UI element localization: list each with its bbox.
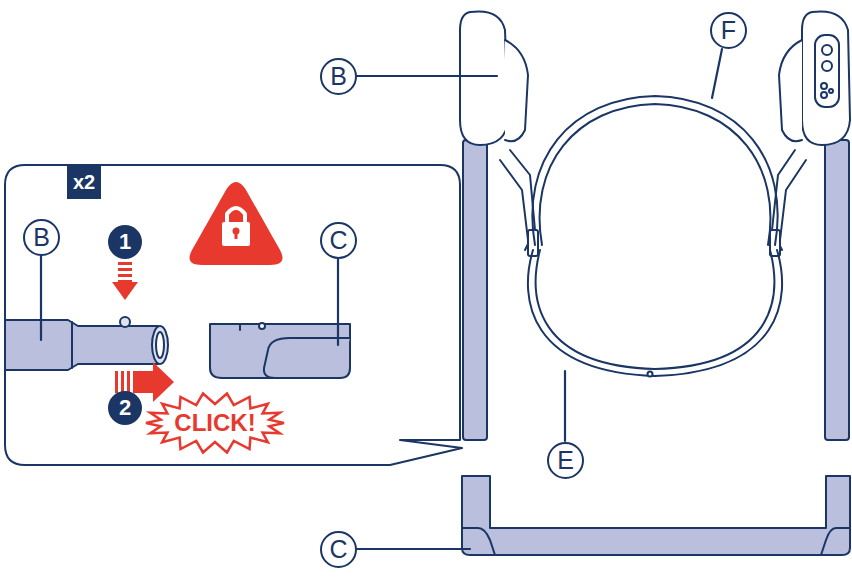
node-text: B <box>330 64 347 89</box>
control-panel <box>815 35 839 107</box>
part-callout: E <box>547 442 584 479</box>
leader-line <box>564 371 566 441</box>
node-text: F <box>721 18 736 43</box>
part-callout: C <box>320 531 357 568</box>
leader-line <box>357 75 497 77</box>
step-number: 2 <box>108 391 142 425</box>
node-text: x2 <box>73 172 95 192</box>
housing-left <box>460 11 508 145</box>
node-text: C <box>329 228 347 253</box>
tube-end <box>152 326 168 364</box>
part-callout: B <box>23 219 60 256</box>
node-text: B <box>33 225 50 250</box>
push-arrow <box>112 262 138 300</box>
quantity-badge: x2 <box>67 165 101 199</box>
click-burst: CLICK! <box>146 393 284 453</box>
part-callout: F <box>710 12 747 49</box>
leg-right <box>825 140 849 440</box>
part-callout: C <box>320 222 357 259</box>
node-text: CLICK! <box>174 411 255 435</box>
node-text: C <box>329 537 347 562</box>
push-button <box>120 317 130 327</box>
inset-panel <box>5 165 462 465</box>
leader-line <box>712 49 722 98</box>
node-text: 1 <box>119 231 131 253</box>
base-c <box>462 476 850 555</box>
lock-warning <box>190 182 283 265</box>
lower-bar-e <box>528 250 782 376</box>
tube-b <box>5 320 158 370</box>
seat-frame-f <box>532 96 777 245</box>
leg-left <box>463 140 487 440</box>
leader-line <box>337 259 339 345</box>
node-text: E <box>557 448 574 473</box>
base-piece-c <box>210 324 350 378</box>
node-text: 2 <box>119 397 131 419</box>
step-number: 1 <box>108 225 142 259</box>
part-callout: B <box>320 58 357 95</box>
leader-line <box>357 548 470 550</box>
leader-line <box>40 256 42 340</box>
housing-right <box>802 11 850 145</box>
